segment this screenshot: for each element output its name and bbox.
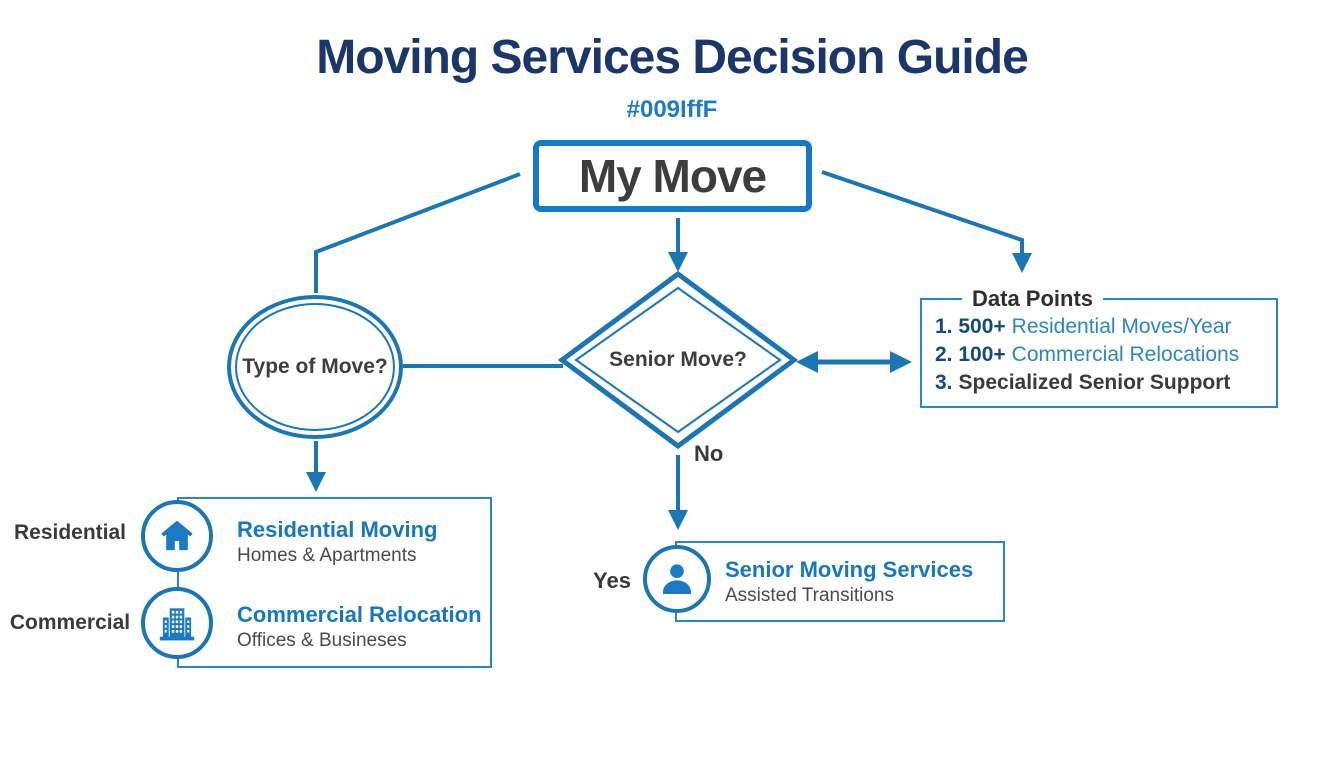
- branch-label-residential: Residential: [13, 521, 127, 544]
- data-point-item: 2. 100+Commercial Relocations: [935, 341, 1276, 369]
- data-point-text: Specialized Senior Support: [958, 371, 1231, 394]
- senior-move-node-label: Senior Move?: [609, 348, 747, 371]
- data-point-item: 3.Specialized Senior Support: [935, 369, 1276, 397]
- branch-label-no: No: [694, 441, 724, 466]
- branch-label-commercial: Commercial: [9, 611, 131, 634]
- outcome-row-commercial: Commercial Relocation Offices & Businese…: [237, 584, 487, 669]
- edge-start-to-datapoints: [821, 170, 1024, 256]
- senior-decision-diamond-inner: [574, 286, 782, 434]
- senior-icon-badge: [643, 545, 711, 613]
- arrowhead-down-to-datapoints: [1012, 253, 1032, 273]
- data-points-panel: Data Points 1. 500+Residential Moves/Yea…: [920, 286, 1278, 408]
- data-point-item: 1. 500+Residential Moves/Year: [935, 313, 1276, 341]
- start-node-my-move: My Move: [533, 140, 812, 212]
- commercial-outcome-subtitle: Offices & Busineses: [237, 629, 407, 651]
- data-point-value: 3.: [935, 371, 953, 394]
- arrowhead-down-to-senior-outcome: [668, 510, 688, 530]
- data-points-title: Data Points: [962, 286, 1104, 312]
- edge-start-to-type: [314, 172, 521, 293]
- outcome-row-residential: Residential Moving Homes & Apartments: [237, 499, 487, 584]
- house-icon: [161, 520, 193, 551]
- start-node-label: My Move: [578, 150, 767, 202]
- page-subtitle: #009IffF: [626, 96, 718, 123]
- residential-icon-badge: [141, 500, 213, 572]
- page-title: Moving Services Decision Guide: [316, 31, 1029, 84]
- residential-outcome-title: Residential Moving: [237, 516, 438, 542]
- senior-outcome-title: Senior Moving Services: [725, 556, 974, 582]
- arrowhead-right-double: [890, 351, 912, 373]
- arrowhead-down-to-type-outcomes: [306, 472, 326, 492]
- senior-decision-diamond-outer: [557, 270, 799, 450]
- data-point-value: 1. 500+: [935, 315, 1006, 338]
- type-of-move-node: Type of Move?: [227, 295, 403, 439]
- senior-outcome-subtitle: Assisted Transitions: [725, 584, 894, 606]
- branch-label-yes: Yes: [593, 568, 631, 593]
- building-icon: [159, 608, 195, 641]
- data-point-text: Residential Moves/Year: [1011, 315, 1232, 338]
- data-point-value: 2. 100+: [935, 343, 1006, 366]
- person-icon: [663, 564, 691, 594]
- arrowhead-left-double: [796, 351, 818, 373]
- type-outcomes-panel: Residential Moving Homes & Apartments Co…: [177, 497, 492, 668]
- residential-outcome-subtitle: Homes & Apartments: [237, 544, 417, 566]
- data-point-text: Commercial Relocations: [1011, 343, 1240, 366]
- arrowhead-down-to-diamond: [668, 252, 688, 272]
- commercial-icon-badge: [141, 587, 213, 659]
- type-of-move-label: Type of Move?: [235, 303, 395, 431]
- commercial-outcome-title: Commercial Relocation: [237, 601, 482, 627]
- senior-outcome-panel: Senior Moving Services Assisted Transiti…: [675, 541, 1005, 622]
